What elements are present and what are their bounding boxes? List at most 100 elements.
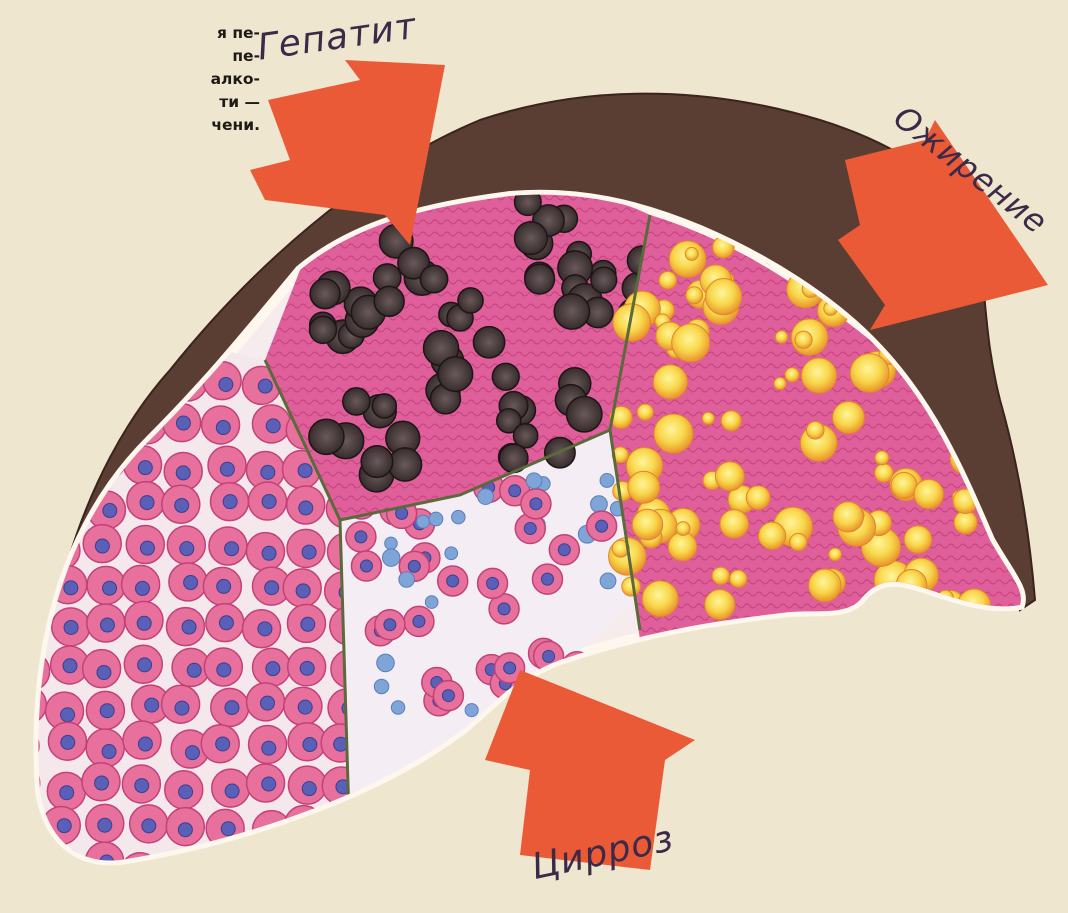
cell-nucleus — [21, 698, 35, 712]
healthy-cell — [7, 368, 45, 406]
cell-nucleus — [64, 620, 78, 634]
fat-droplet — [685, 247, 698, 260]
cell-nucleus — [265, 581, 279, 595]
fat-droplet — [806, 421, 824, 439]
cell-nucleus — [97, 666, 111, 680]
hepatitis-cell — [310, 279, 340, 309]
cell-nucleus — [337, 865, 351, 879]
fat-droplet — [653, 365, 687, 399]
healthy-cell — [46, 367, 84, 405]
cell-nucleus — [225, 701, 239, 715]
healthy-cell — [88, 366, 126, 404]
cell-nucleus — [543, 650, 555, 662]
cell-nucleus — [223, 495, 237, 509]
cell-nucleus — [178, 823, 192, 837]
blood-cell — [385, 537, 398, 550]
cell-nucleus — [301, 617, 315, 631]
cell-nucleus — [59, 383, 73, 397]
cell-nucleus — [262, 494, 276, 508]
fat-droplet — [672, 324, 710, 362]
cell-nucleus — [413, 615, 425, 627]
cell-nucleus — [262, 741, 276, 755]
cell-nucleus — [16, 778, 30, 792]
hepatitis-cell — [515, 222, 548, 255]
fat-droplet — [730, 570, 747, 587]
fat-droplet — [875, 451, 889, 465]
fat-droplet — [720, 510, 749, 539]
blood-cell — [429, 512, 443, 526]
cell-nucleus — [217, 663, 231, 677]
cell-nucleus — [100, 618, 114, 632]
cell-nucleus — [224, 858, 238, 872]
cell-nucleus — [180, 542, 194, 556]
healthy-cell — [164, 852, 202, 890]
blood-cell — [377, 654, 395, 672]
cell-nucleus — [558, 544, 570, 556]
cell-nucleus — [266, 419, 280, 433]
healthy-cell — [4, 450, 42, 488]
fat-droplet — [775, 331, 788, 344]
cell-nucleus — [19, 381, 33, 395]
cell-nucleus — [258, 379, 272, 393]
blood-cell — [425, 596, 438, 609]
cell-nucleus — [138, 737, 152, 751]
cell-nucleus — [176, 416, 190, 430]
cell-nucleus — [219, 616, 233, 630]
blood-cell — [600, 573, 616, 589]
healthy-cell — [52, 451, 90, 489]
cell-nucleus — [296, 584, 310, 598]
fat-droplet — [632, 509, 663, 540]
cell-nucleus — [504, 662, 516, 674]
cell-nucleus — [216, 737, 230, 751]
cell-nucleus — [303, 738, 317, 752]
fat-droplet — [705, 589, 735, 619]
cell-nucleus — [302, 782, 316, 796]
cell-nucleus — [184, 576, 198, 590]
fat-droplet — [668, 532, 697, 561]
cell-nucleus — [64, 581, 78, 595]
healthy-cell — [9, 491, 47, 529]
cell-nucleus — [20, 466, 34, 480]
blood-cell — [600, 474, 614, 488]
cell-nucleus — [20, 420, 34, 434]
cell-nucleus — [298, 700, 312, 714]
cell-nucleus — [63, 659, 77, 673]
cell-nucleus — [137, 616, 151, 630]
healthy-cell — [3, 851, 41, 889]
cell-nucleus — [102, 745, 116, 759]
blood-cell — [374, 679, 389, 694]
cell-nucleus — [23, 824, 37, 838]
cell-nucleus — [262, 777, 276, 791]
cell-nucleus — [596, 520, 608, 532]
healthy-cell — [209, 846, 247, 884]
cell-nucleus — [136, 866, 150, 880]
cell-nucleus — [101, 381, 115, 395]
hepatitis-cell — [343, 388, 370, 415]
cell-nucleus — [138, 461, 152, 475]
cell-nucleus — [225, 784, 239, 798]
cell-nucleus — [140, 541, 154, 555]
cell-nucleus — [61, 735, 75, 749]
hepatitis-cell — [309, 316, 336, 343]
cell-nucleus — [360, 560, 372, 572]
cell-nucleus — [345, 821, 359, 835]
cell-nucleus — [185, 746, 199, 760]
cell-nucleus — [509, 485, 521, 497]
fat-droplet — [746, 486, 770, 510]
cell-nucleus — [176, 466, 190, 480]
healthy-cell — [243, 841, 281, 879]
cell-nucleus — [57, 819, 71, 833]
fat-droplet — [654, 414, 693, 453]
fat-droplet — [758, 522, 785, 549]
fat-droplet — [833, 502, 863, 532]
healthy-cell — [11, 603, 49, 641]
cell-nucleus — [266, 662, 280, 676]
blood-cell — [382, 549, 399, 566]
blood-cell — [452, 510, 466, 524]
fat-droplet — [642, 581, 678, 617]
cell-nucleus — [135, 779, 149, 793]
cell-nucleus — [530, 498, 542, 510]
cell-nucleus — [22, 576, 36, 590]
hepatitis-cell — [374, 286, 404, 316]
fat-droplet — [706, 279, 742, 315]
